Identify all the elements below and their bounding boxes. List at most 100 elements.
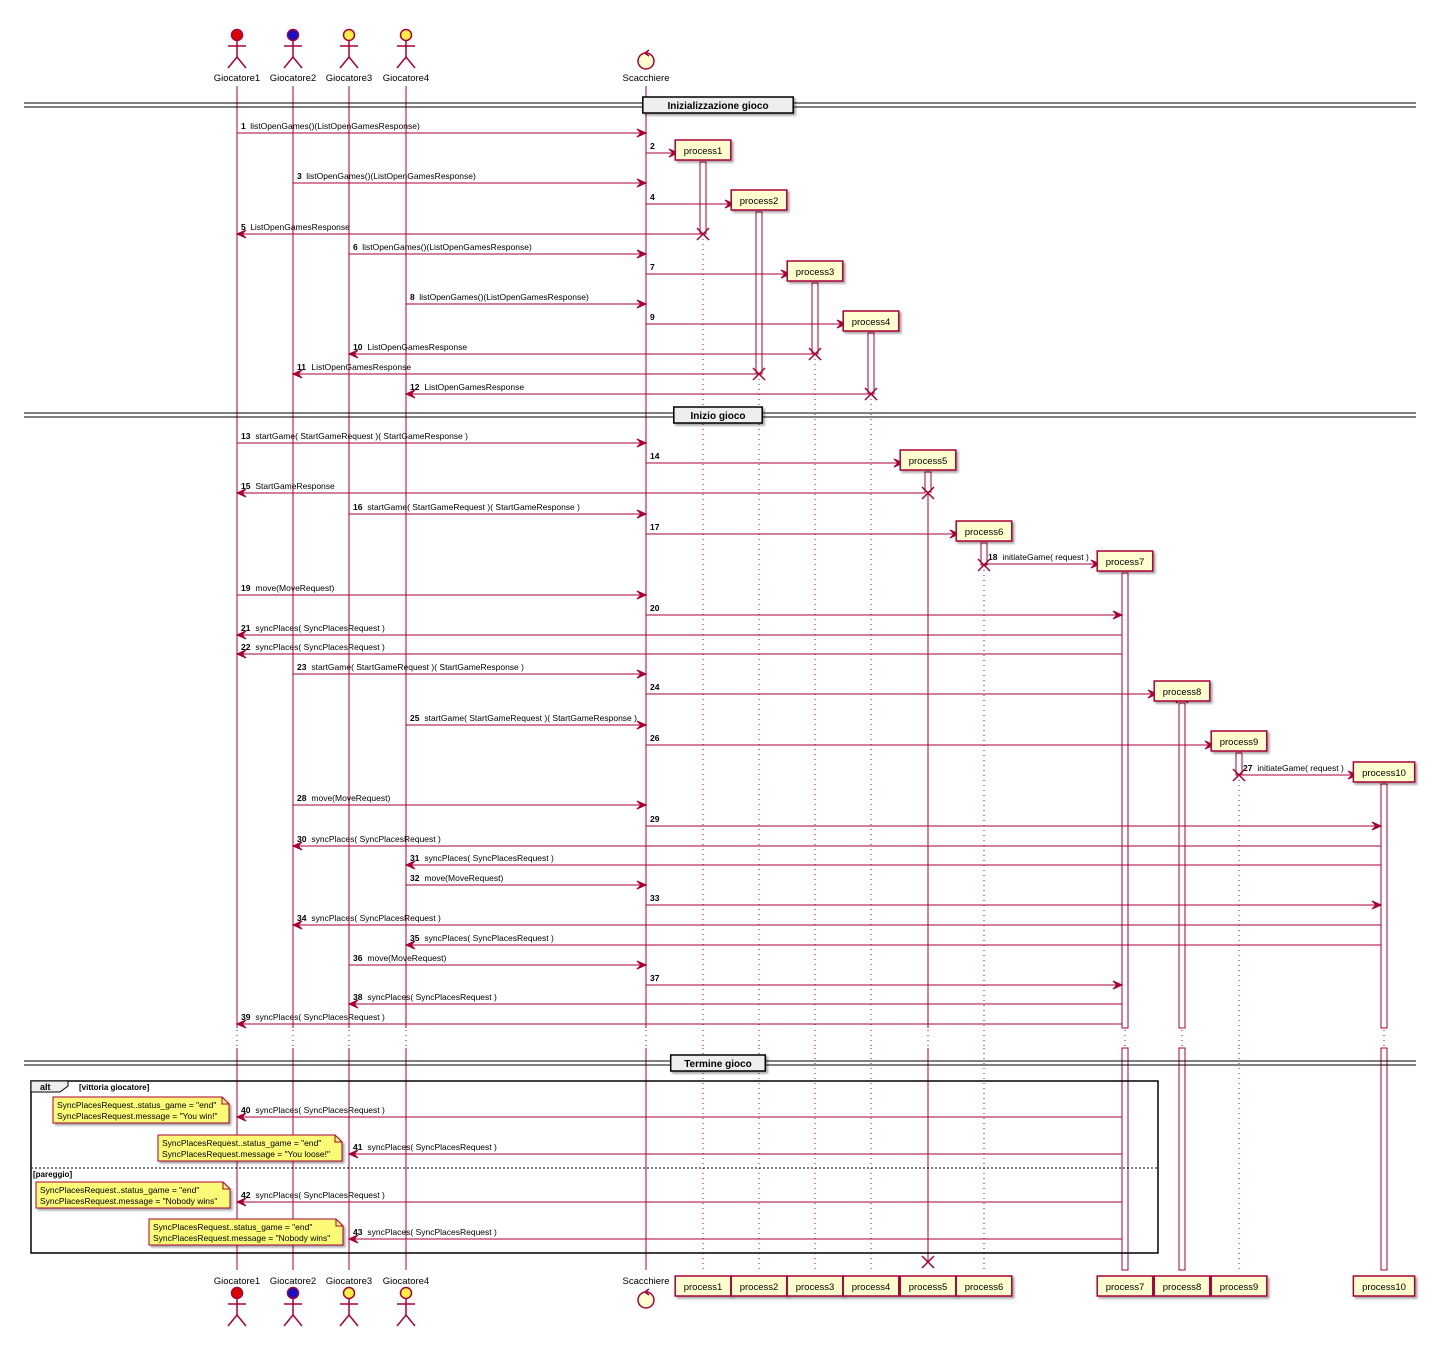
- participant-box: [842, 310, 900, 332]
- message-37: 37: [646, 973, 1124, 990]
- arrow-head: [949, 529, 961, 539]
- note-body: [148, 1218, 344, 1246]
- participant-label: process6: [965, 527, 1004, 538]
- arrow-head: [235, 1197, 247, 1207]
- destroy-stroke: [921, 1255, 935, 1269]
- participant-box: [1096, 550, 1154, 572]
- message-number: 40: [241, 1105, 251, 1115]
- arrow-head: [1112, 610, 1124, 620]
- message-number: 39: [241, 1012, 251, 1022]
- message-number: 21: [241, 623, 251, 633]
- participant-p6: process6: [955, 1275, 1013, 1297]
- message-number: 13: [241, 431, 251, 441]
- actor-label: Giocatore3: [326, 73, 372, 84]
- participant-box: [842, 1275, 900, 1297]
- activation-bar-p2: [755, 211, 763, 375]
- destroy-stroke: [977, 558, 991, 572]
- arrow-head: [1371, 900, 1383, 910]
- actor-label: Giocatore2: [270, 73, 316, 84]
- arrow-head: [235, 649, 247, 659]
- message-label: move(MoveRequest): [367, 953, 446, 963]
- arrow-head: [235, 1112, 247, 1122]
- participant-box: [1096, 1275, 1154, 1297]
- actor-g3: Giocatore3: [326, 28, 372, 84]
- actor-head-icon: [230, 28, 244, 42]
- destroy-marker-p3: [808, 347, 822, 361]
- actor-label: Giocatore1: [214, 73, 260, 84]
- message-number: 35: [410, 933, 420, 943]
- message-number: 42: [241, 1190, 251, 1200]
- arrow-head: [347, 1234, 359, 1244]
- actor-leg: [339, 56, 350, 69]
- participant-box: [955, 520, 1013, 542]
- message-21: 21 syncPlaces( SyncPlacesRequest ): [235, 623, 1122, 640]
- participant-p10: process10: [1352, 761, 1416, 783]
- note-body: [35, 1181, 231, 1209]
- arrow-head: [404, 940, 416, 950]
- message-number: 32: [410, 873, 420, 883]
- note-fold: [334, 1135, 342, 1143]
- note-line-1: SyncPlacesRequest..status_game = "end": [40, 1185, 199, 1195]
- note-line-1: SyncPlacesRequest..status_game = "end": [57, 1100, 216, 1110]
- message-number: 9: [650, 312, 655, 322]
- note-line-1: SyncPlacesRequest..status_game = "end": [162, 1138, 321, 1148]
- arrow-head: [1371, 821, 1383, 831]
- note-1: SyncPlacesRequest..status_game = "end"Sy…: [52, 1096, 230, 1124]
- message-number: 4: [650, 192, 655, 202]
- message-number: 34: [297, 913, 307, 923]
- actor-leg: [348, 1314, 359, 1327]
- participant-label: process8: [1163, 1282, 1202, 1293]
- arrow-head: [1147, 689, 1159, 699]
- message-number: 19: [241, 583, 251, 593]
- note-fold: [335, 1219, 343, 1227]
- message-number: 5: [241, 222, 246, 232]
- participant-label: process8: [1163, 687, 1202, 698]
- arrow-head: [636, 128, 648, 138]
- participant-p7: process7: [1096, 1275, 1154, 1297]
- participant-label: process10: [1362, 1282, 1406, 1293]
- participant-p4: process4: [842, 1275, 900, 1297]
- actor-label: Giocatore4: [383, 1276, 429, 1287]
- message-label: syncPlaces( SyncPlacesRequest ): [367, 1142, 497, 1152]
- control-sc: Scacchiere: [623, 1276, 670, 1309]
- message-33: 33: [646, 893, 1383, 910]
- activation-bar-p9: [1235, 752, 1243, 776]
- participant-p1: process1: [674, 139, 732, 161]
- message-label: listOpenGames()(ListOpenGamesResponse): [362, 242, 532, 252]
- arrow-head: [235, 630, 247, 640]
- participant-box: [674, 139, 732, 161]
- message-number: 29: [650, 814, 660, 824]
- message-label: syncPlaces( SyncPlacesRequest ): [255, 623, 385, 633]
- message-number: 8: [410, 292, 415, 302]
- message-7: 7: [646, 262, 792, 279]
- arrow-head: [836, 319, 848, 329]
- arrow-head: [235, 229, 247, 239]
- message-number: 31: [410, 853, 420, 863]
- message-number: 24: [650, 682, 660, 692]
- participants-layer: Giocatore1Giocatore1Giocatore2Giocatore2…: [214, 28, 1416, 1327]
- arrow-head: [636, 299, 648, 309]
- activations-layer: [699, 161, 1388, 1271]
- participant-label: process1: [684, 1282, 723, 1293]
- activation-bar-p7: [1121, 572, 1129, 1029]
- participant-box: [955, 1275, 1013, 1297]
- message-number: 14: [650, 451, 660, 461]
- message-number: 20: [650, 603, 660, 613]
- control-arrow: [644, 49, 650, 57]
- arrow-head: [347, 1149, 359, 1159]
- message-label: startGame( StartGameRequest )( StartGame…: [424, 713, 637, 723]
- divider-box: [673, 406, 763, 424]
- message-label: StartGameResponse: [255, 481, 335, 491]
- note-line-2: SyncPlacesRequest.message = "Nobody wins…: [40, 1196, 217, 1206]
- participant-p4: process4: [842, 310, 900, 332]
- message-label: ListOpenGamesResponse: [367, 342, 467, 352]
- activation-bar-p8: [1178, 1047, 1186, 1271]
